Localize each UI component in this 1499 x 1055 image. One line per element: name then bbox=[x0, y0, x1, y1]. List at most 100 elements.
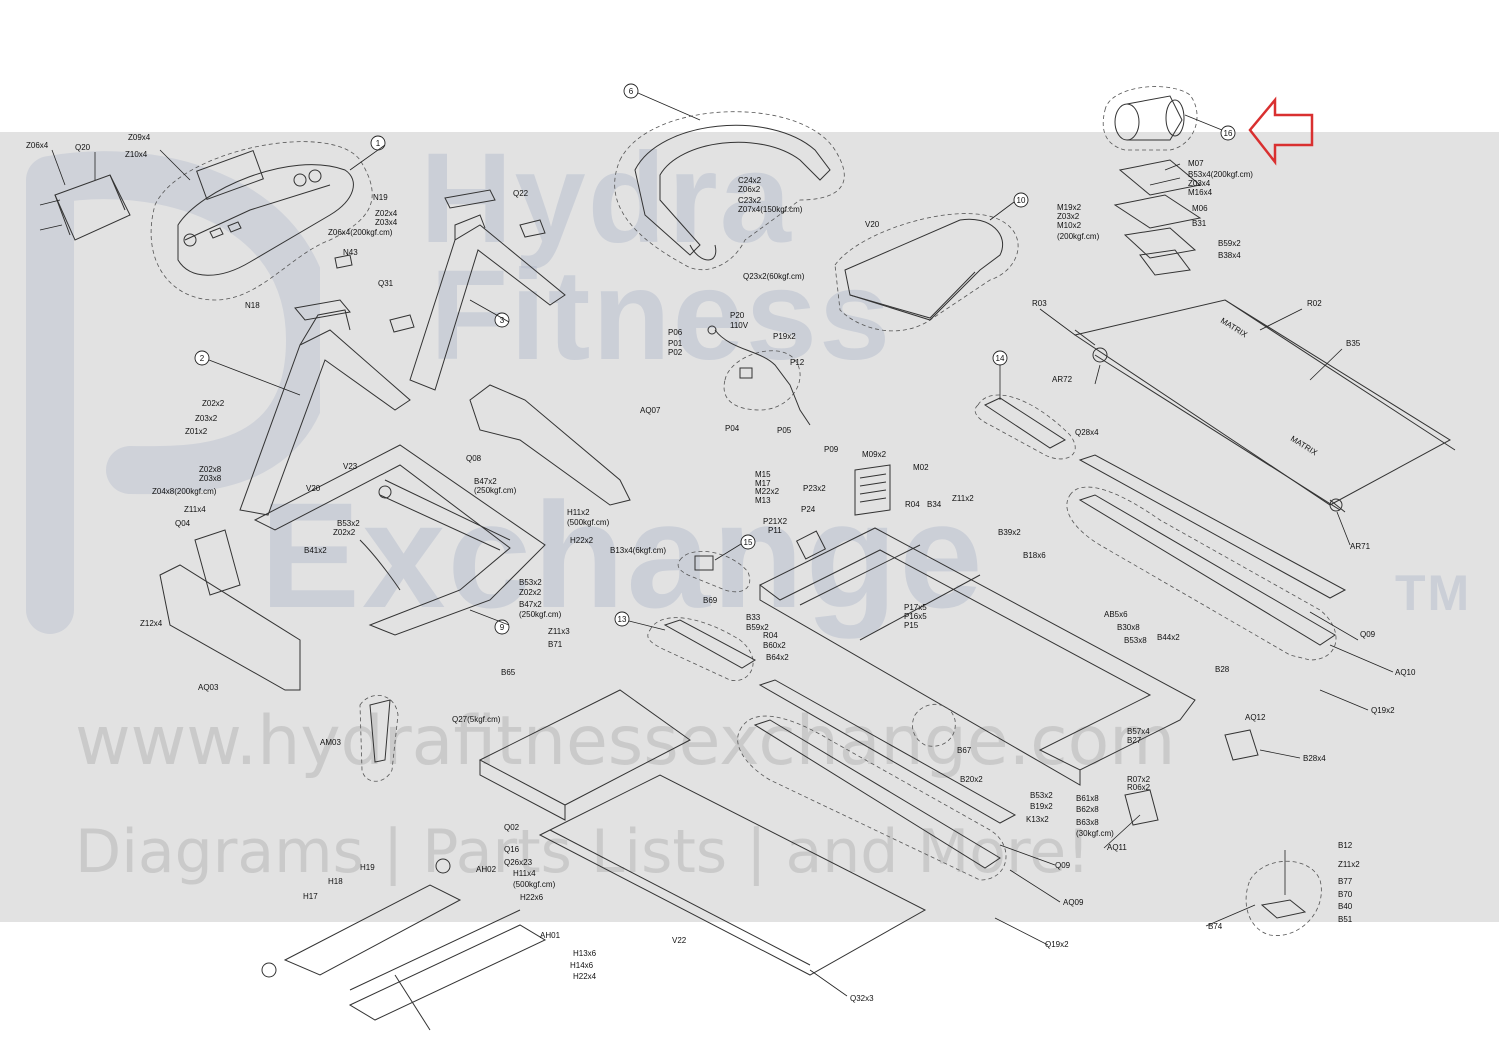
part-label: M17 bbox=[755, 479, 771, 488]
part-label: Q27(5kgf.cm) bbox=[452, 715, 501, 724]
part-label: M07 bbox=[1188, 159, 1204, 168]
part-label: Z03x4 bbox=[375, 218, 398, 227]
leader-line bbox=[1259, 749, 1301, 759]
callout-number-15: 15 bbox=[744, 538, 753, 547]
part-label: B53x8 bbox=[1124, 636, 1147, 645]
part-label: AH02 bbox=[476, 865, 497, 874]
watermark-tm: TM bbox=[1395, 565, 1472, 621]
part-label: B28 bbox=[1215, 665, 1230, 674]
part-label: Z01x2 bbox=[185, 427, 208, 436]
part-label: B12 bbox=[1338, 841, 1353, 850]
leader-line bbox=[714, 543, 742, 561]
side-rail-right bbox=[1066, 454, 1347, 661]
leader-line bbox=[349, 144, 386, 171]
part-label: B59x2 bbox=[1218, 239, 1241, 248]
part-label: Q09 bbox=[1360, 630, 1376, 639]
part-label: AQ12 bbox=[1245, 713, 1266, 722]
part-label: Q08 bbox=[466, 454, 482, 463]
cover-aq12 bbox=[1224, 729, 1259, 761]
part-label: (500kgf.cm) bbox=[567, 518, 610, 527]
leader-line bbox=[994, 917, 1049, 946]
part-label: B53x2 bbox=[519, 578, 542, 587]
part-label: M09x2 bbox=[862, 450, 887, 459]
drive-motor bbox=[1102, 86, 1198, 151]
part-label: B20x2 bbox=[960, 775, 983, 784]
part-label: 110V bbox=[730, 321, 749, 330]
callout-number-3: 3 bbox=[500, 316, 505, 325]
part-label: M13 bbox=[755, 496, 771, 505]
leader-line bbox=[469, 299, 510, 323]
part-label: V22 bbox=[672, 936, 687, 945]
console-assembly bbox=[150, 141, 373, 301]
bracket-q20 bbox=[39, 174, 131, 241]
part-label: Q32x3 bbox=[850, 994, 874, 1003]
part-label: B53x4(200kgf.cm) bbox=[1188, 170, 1253, 179]
part-label: H17 bbox=[303, 892, 318, 901]
rail-13 bbox=[647, 617, 757, 682]
part-label: Z11x2 bbox=[1338, 860, 1360, 869]
callout-circle-15 bbox=[740, 534, 756, 550]
part-label: Z06x4(200kgf.cm) bbox=[328, 228, 393, 237]
part-label: P12 bbox=[790, 358, 805, 367]
part-label: H14x6 bbox=[570, 961, 594, 970]
part-label: B63x8 bbox=[1076, 818, 1099, 827]
part-label: B64x2 bbox=[766, 653, 789, 662]
leader-line bbox=[628, 620, 666, 631]
watermark-line-hydra: Hydra bbox=[420, 127, 793, 270]
part-label: V23 bbox=[343, 462, 358, 471]
part-label: P16x5 bbox=[904, 612, 927, 621]
callout-number-2: 2 bbox=[200, 354, 205, 363]
callout-circle-16 bbox=[1220, 125, 1236, 141]
part-label: H19 bbox=[360, 863, 375, 872]
part-label: AR72 bbox=[1052, 375, 1073, 384]
lift-frame bbox=[253, 444, 546, 636]
part-label: AH01 bbox=[540, 931, 561, 940]
part-label: B34 bbox=[927, 500, 942, 509]
part-label: B19x2 bbox=[1030, 802, 1053, 811]
part-label: AB5x6 bbox=[1104, 610, 1128, 619]
part-label: Z02x2 bbox=[333, 528, 356, 537]
running-deck: MATRIX MATRIX bbox=[1073, 299, 1456, 513]
part-label: P21X2 bbox=[763, 517, 788, 526]
leader-line bbox=[1149, 177, 1181, 186]
part-label: M16x4 bbox=[1188, 188, 1213, 197]
part-label: B69 bbox=[703, 596, 718, 605]
part-label: M02 bbox=[913, 463, 929, 472]
wheel-assembly-b74 bbox=[1245, 850, 1322, 936]
leader-line bbox=[1319, 689, 1369, 711]
part-label: Z06x4 bbox=[26, 141, 49, 150]
part-label: Z10x4 bbox=[125, 150, 148, 159]
leader-line bbox=[51, 149, 66, 186]
part-label: V20 bbox=[865, 220, 880, 229]
part-label: R04 bbox=[905, 500, 920, 509]
part-label: B62x8 bbox=[1076, 805, 1099, 814]
part-label: B74 bbox=[1208, 922, 1223, 931]
part-label: B13x4(6kgf.cm) bbox=[610, 546, 666, 555]
watermark-line-exchange: Exchange bbox=[260, 471, 985, 639]
part-label: M15 bbox=[755, 470, 771, 479]
part-label: R06x2 bbox=[1127, 783, 1151, 792]
part-label: Z07x4(150kgf.cm) bbox=[738, 205, 803, 214]
part-label: B28x4 bbox=[1303, 754, 1326, 763]
part-label: P17x5 bbox=[904, 603, 927, 612]
part-label: R04 bbox=[763, 631, 778, 640]
part-label: R03 bbox=[1032, 299, 1047, 308]
part-label: M10x2 bbox=[1057, 221, 1082, 230]
part-label: Z02x8 bbox=[199, 465, 222, 474]
small-parts-upper bbox=[334, 219, 546, 333]
part-label: V20 bbox=[306, 484, 321, 493]
lift-motor bbox=[359, 695, 399, 782]
leader-line bbox=[1164, 163, 1181, 171]
leader-line bbox=[1309, 611, 1359, 641]
part-label: P11 bbox=[768, 526, 782, 535]
part-label: Q04 bbox=[175, 519, 191, 528]
svg-text:MATRIX: MATRIX bbox=[1219, 316, 1249, 340]
motor-mount bbox=[1113, 159, 1202, 276]
callout-number-16: 16 bbox=[1224, 129, 1233, 138]
part-label: P04 bbox=[725, 424, 740, 433]
leader-line bbox=[809, 969, 848, 997]
part-label: P02 bbox=[668, 348, 683, 357]
part-label: H11x2 bbox=[567, 508, 590, 517]
